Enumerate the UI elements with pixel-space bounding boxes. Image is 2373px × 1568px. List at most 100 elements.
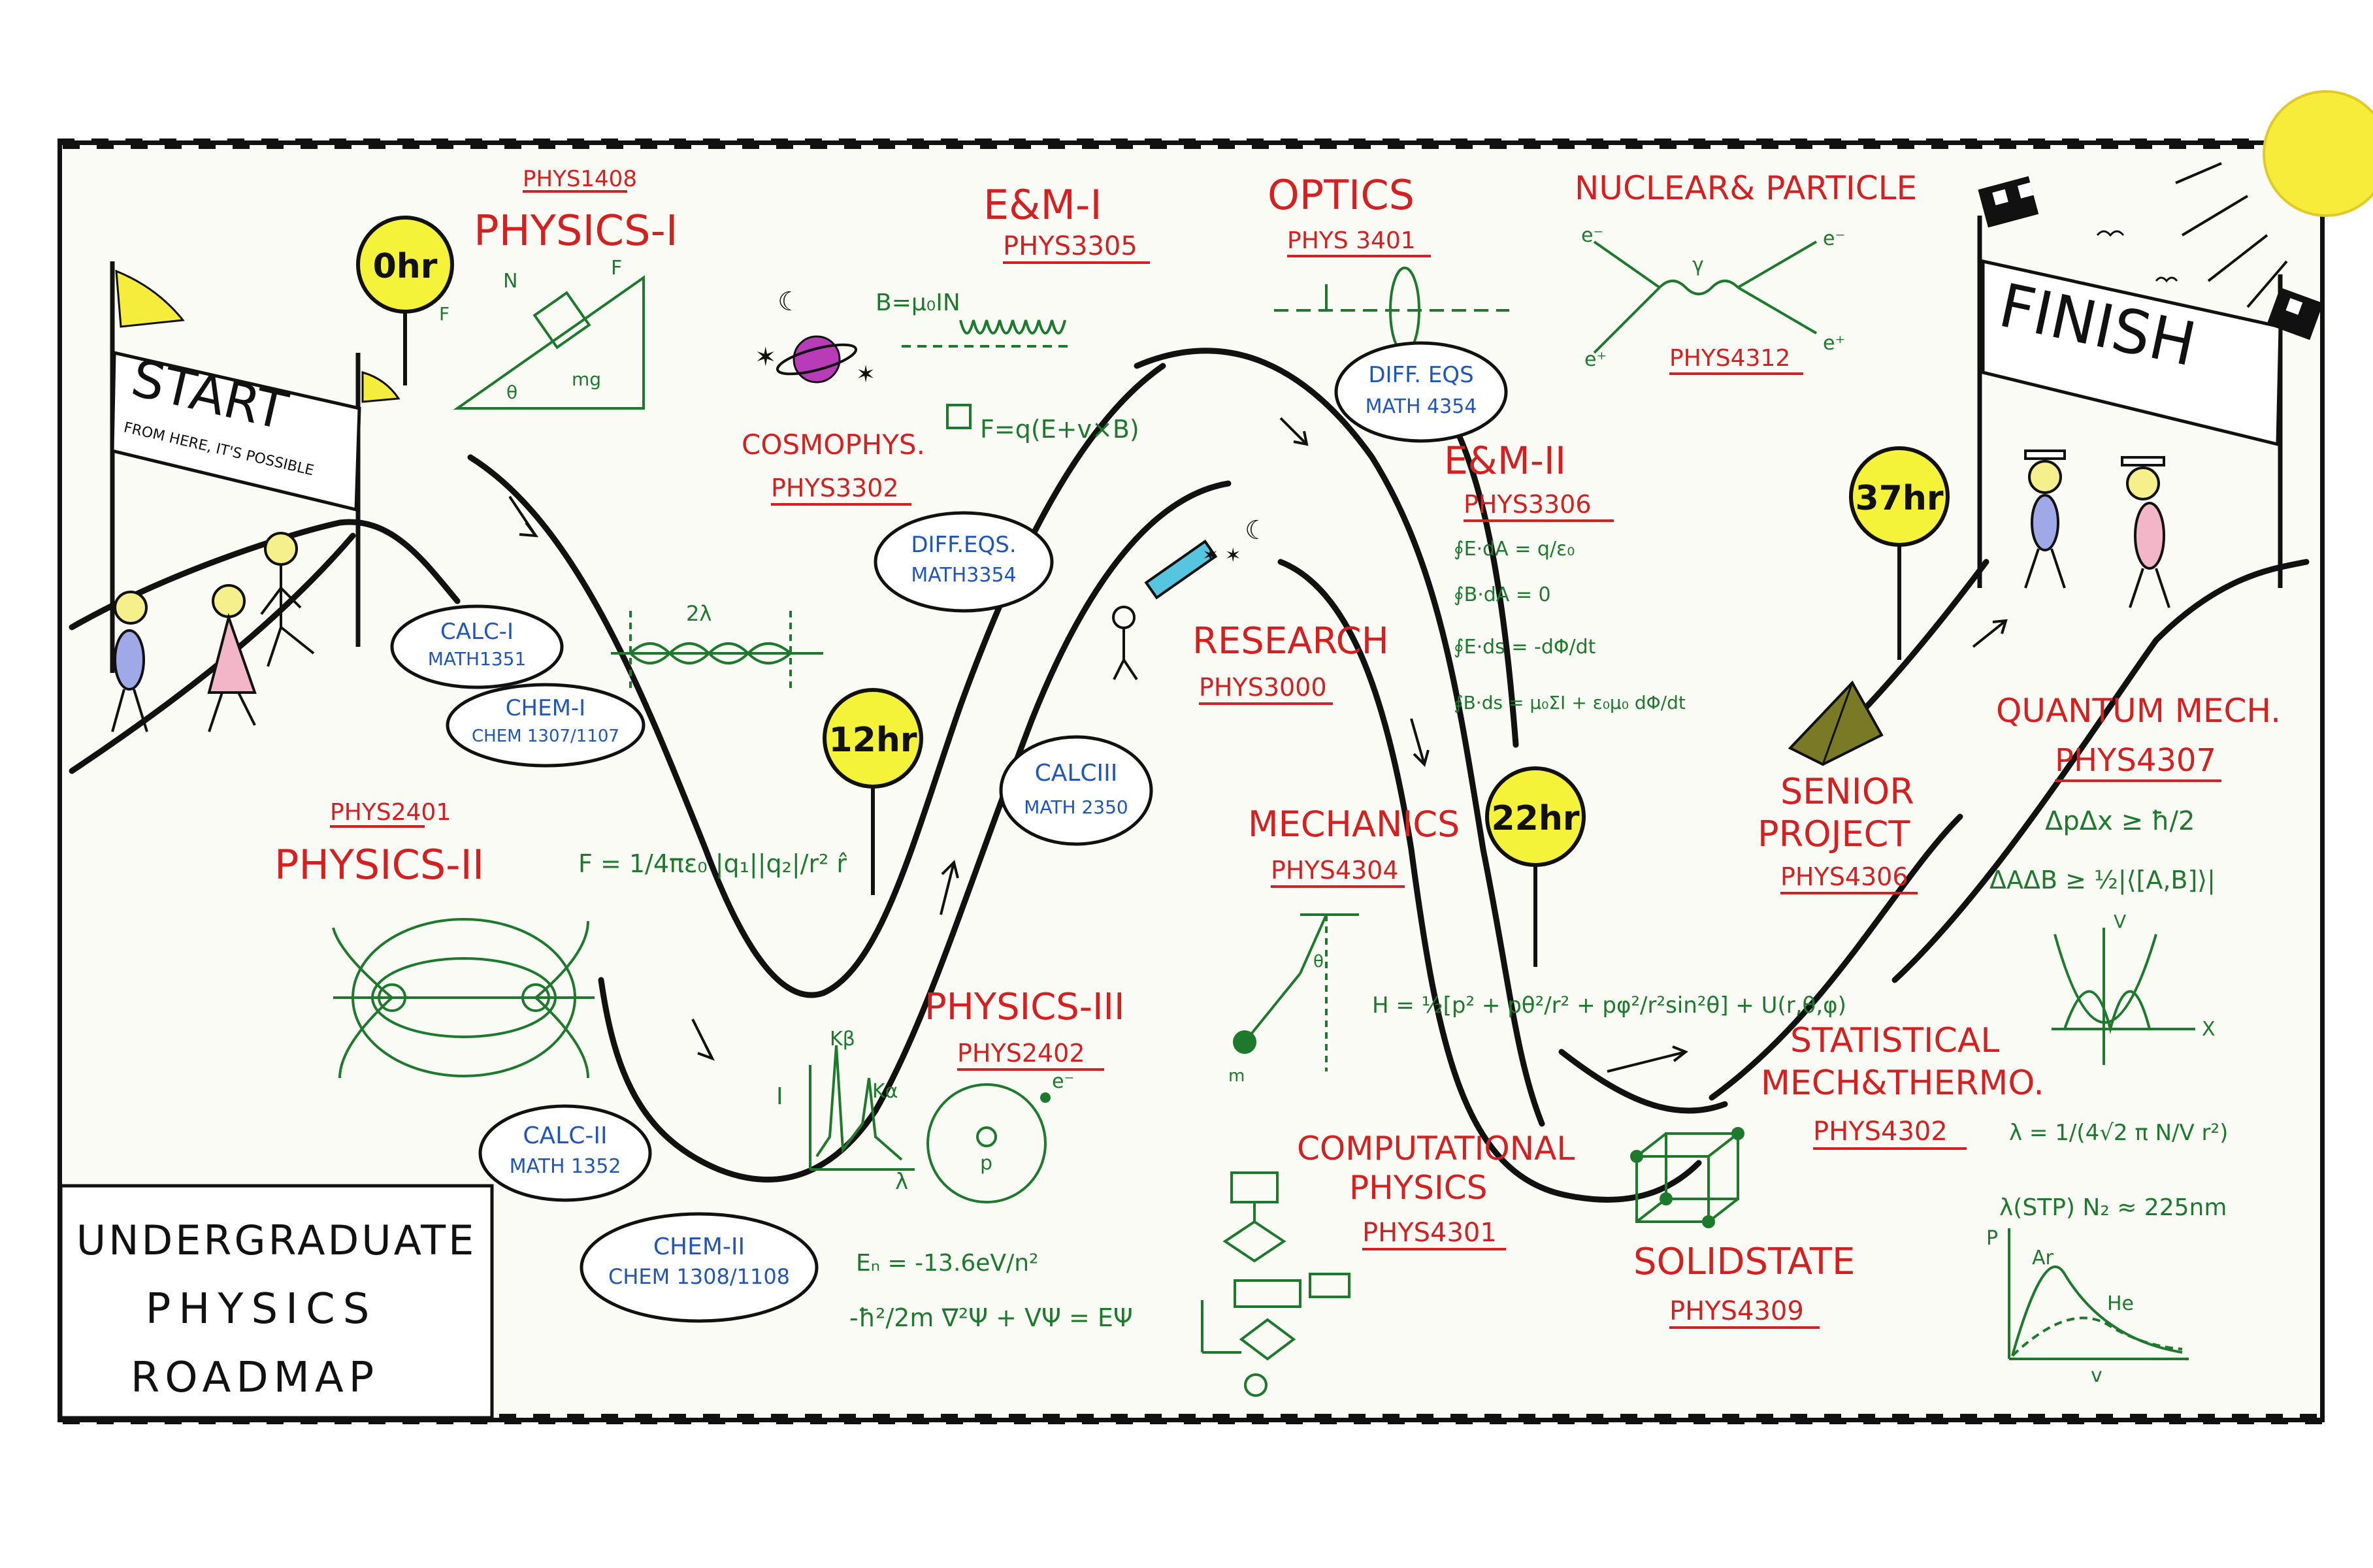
heisenberg-uncertainty: ΔpΔx ≥ ħ/2 xyxy=(2045,806,2195,836)
photon-label: γ xyxy=(1692,253,1704,276)
bubble-code: MATH 4354 xyxy=(1366,395,1477,418)
mean-free-path: λ = 1/(4√2 π N/V r²) xyxy=(2009,1120,2228,1146)
course-name: E&M-I xyxy=(983,181,1102,229)
course-name-line-2: MECH&THERMO. xyxy=(1761,1064,2044,1103)
argon-label: Ar xyxy=(2032,1247,2054,1269)
weight-label: mg xyxy=(572,368,601,390)
milestone-0hr: 0hr xyxy=(356,216,454,385)
bubble-name: CALCIII xyxy=(1035,760,1118,787)
maxwell-distribution-plot xyxy=(2008,1228,2189,1360)
bubble-calc-1: CALC-I MATH1351 xyxy=(390,604,564,689)
sun-icon xyxy=(2096,90,2373,308)
course-code: PHYS4307 xyxy=(2055,742,2216,779)
title-box: UNDERGRADUATE PHYSICS ROADMAP xyxy=(59,1184,494,1420)
title-line-2: PHYSICS xyxy=(146,1285,378,1333)
course-code: PHYS3305 xyxy=(1003,231,1137,261)
students-start xyxy=(111,532,315,732)
course-code: PHYS3302 xyxy=(771,474,899,502)
course-physics-2: PHYS2401 PHYSICS-II xyxy=(274,799,595,1079)
course-name: MECHANICS xyxy=(1248,804,1460,845)
maxwell-gauss: ∮E·dA = q/ε₀ xyxy=(1454,538,1575,561)
course-name-line-1: COMPUTATIONAL xyxy=(1297,1130,1575,1168)
maxwell-ampere: ∮B·ds = μ₀ΣI + ε₀μ₀ dΦ/dt xyxy=(1454,692,1686,713)
course-name: PHYSICS-II xyxy=(274,841,484,889)
wavelength-label: 2λ xyxy=(686,601,712,626)
course-senior-project: SENIOR PROJECT PHYS4306 xyxy=(1758,680,1918,894)
course-name-line-2: PHYSICS xyxy=(1349,1169,1487,1207)
course-em-2: E&M-II PHYS3306 ∮E·dA = q/ε₀ ∮B·dA = 0 ∮… xyxy=(1444,438,1686,713)
positron-out-label: e⁺ xyxy=(1823,332,1845,355)
bubble-diffeq-2: DIFF. EQS MATH 4354 xyxy=(1334,341,1508,443)
telescope-icon: ✶ ✶ ☾ xyxy=(1112,515,1268,681)
course-name: QUANTUM MECH. xyxy=(1996,692,2281,730)
normal-force-label: N xyxy=(503,270,517,293)
course-em-1: E&M-I PHYS3305 B=μ₀IN F=q(E+v×B) xyxy=(876,181,1150,444)
svg-text:☾: ☾ xyxy=(1245,515,1268,546)
maxwell-faraday: ∮E·ds = -dΦ/dt xyxy=(1454,636,1596,659)
bubble-code: CHEM 1307/1107 xyxy=(472,727,619,746)
probability-axis-label: P xyxy=(1986,1227,1998,1250)
bubble-code: MATH 2350 xyxy=(1024,796,1128,818)
bubble-code: MATH 1352 xyxy=(510,1155,621,1178)
k-alpha-label: Kα xyxy=(872,1080,898,1103)
mean-free-path-stp: λ(STP) N₂ ≈ 225nm xyxy=(1999,1194,2227,1221)
course-code: PHYS4304 xyxy=(1271,856,1399,885)
bubble-name: CALC-II xyxy=(523,1122,607,1149)
course-code: PHYS4312 xyxy=(1669,345,1790,372)
course-physics-1: PHYS1408 PHYSICS-I N mg F θ F xyxy=(439,166,678,410)
k-beta-label: Kβ xyxy=(830,1028,855,1051)
course-optics: OPTICS PHYS 3401 xyxy=(1268,171,1509,354)
course-code: PHYS3306 xyxy=(1464,490,1592,519)
checkered-border xyxy=(56,139,2327,1424)
bubble-name: DIFF. EQS xyxy=(1368,362,1473,388)
potential-well-plot xyxy=(2052,928,2195,1065)
bubble-name: CHEM-I xyxy=(506,695,585,721)
positron-in-label: e⁺ xyxy=(1584,348,1607,371)
coulomb-law: F = 1/4πε₀ |q₁||q₂|/r² r̂ xyxy=(578,849,847,879)
bubble-diffeq-1: DIFF.EQS. MATH3354 xyxy=(874,511,1054,613)
course-code: PHYS1408 xyxy=(523,166,637,192)
course-name-line-2: PROJECT xyxy=(1758,813,1910,855)
pyramid-icon xyxy=(1788,680,1884,766)
course-solidstate: SOLIDSTATE PHYS4309 xyxy=(1630,1127,1855,1329)
title-line-3: ROADMAP xyxy=(131,1354,379,1402)
course-statmech: STATISTICAL MECH&THERMO. PHYS4302 λ = 1/… xyxy=(1761,1021,2228,1387)
course-computational: COMPUTATIONAL PHYSICS PHYS4301 xyxy=(1201,1130,1575,1397)
maxwell-gauss-magnetism: ∮B·dA = 0 xyxy=(1454,583,1551,606)
mass-label: m xyxy=(1228,1066,1245,1086)
course-code: PHYS4309 xyxy=(1669,1296,1804,1326)
planet-icon: ✶ ✶ ☾ xyxy=(755,287,876,388)
flowchart-diagram xyxy=(1201,1171,1350,1397)
course-physics-3: PHYSICS-III PHYS2402 I Kβ Kα λ e⁻ p Eₙ =… xyxy=(776,986,1133,1332)
lorentz-force: F=q(E+v×B) xyxy=(980,415,1139,444)
bubble-name: DIFF.EQS. xyxy=(911,532,1016,558)
course-name: COSMOPHYS. xyxy=(742,429,925,461)
bubble-code: MATH1351 xyxy=(428,648,527,670)
course-cosmophys: ✶ ✶ ☾ COSMOPHYS. PHYS3302 xyxy=(742,287,925,506)
course-nuclear: NUCLEAR& PARTICLE e⁻ e⁺ γ e⁻ e⁺ PHYS4312 xyxy=(1575,169,1917,375)
solenoid-diagram xyxy=(902,319,1072,429)
bubble-name: CALC-I xyxy=(440,619,514,645)
bubble-calc-3: CALCIII MATH 2350 xyxy=(999,735,1153,846)
schrodinger-equation: -ħ²/2m ∇²Ψ + VΨ = EΨ xyxy=(849,1303,1133,1332)
title-line-1: UNDERGRADUATE xyxy=(76,1217,477,1264)
milestone-37hr-label: 37hr xyxy=(1855,479,1943,518)
electron-in-label: e⁻ xyxy=(1581,224,1603,247)
course-name: E&M-II xyxy=(1444,438,1566,483)
svg-text:☾: ☾ xyxy=(777,287,801,317)
course-code: PHYS4301 xyxy=(1362,1218,1497,1248)
course-research: RESEARCH PHYS3000 xyxy=(1192,620,1389,705)
bubble-chem-1: CHEM-I CHEM 1307/1107 xyxy=(446,683,646,768)
milestone-12hr: 12hr xyxy=(823,688,923,895)
hydrogen-atom-diagram xyxy=(926,1083,1051,1203)
course-code: PHYS 3401 xyxy=(1287,227,1416,254)
intensity-label: I xyxy=(776,1083,783,1110)
standing-wave-diagram: 2λ xyxy=(611,601,823,693)
course-code: PHYS2402 xyxy=(957,1039,1085,1068)
milestone-22hr: 22hr xyxy=(1485,766,1586,967)
proton-label: p xyxy=(980,1152,992,1175)
course-name: RESEARCH xyxy=(1192,620,1389,662)
general-uncertainty: ΔAΔB ≥ ½|⟨[A,B]⟩| xyxy=(1989,866,2216,895)
svg-text:✶: ✶ xyxy=(755,342,777,372)
start-banner: START FROM HERE, IT'S POSSIBLE xyxy=(110,261,401,673)
